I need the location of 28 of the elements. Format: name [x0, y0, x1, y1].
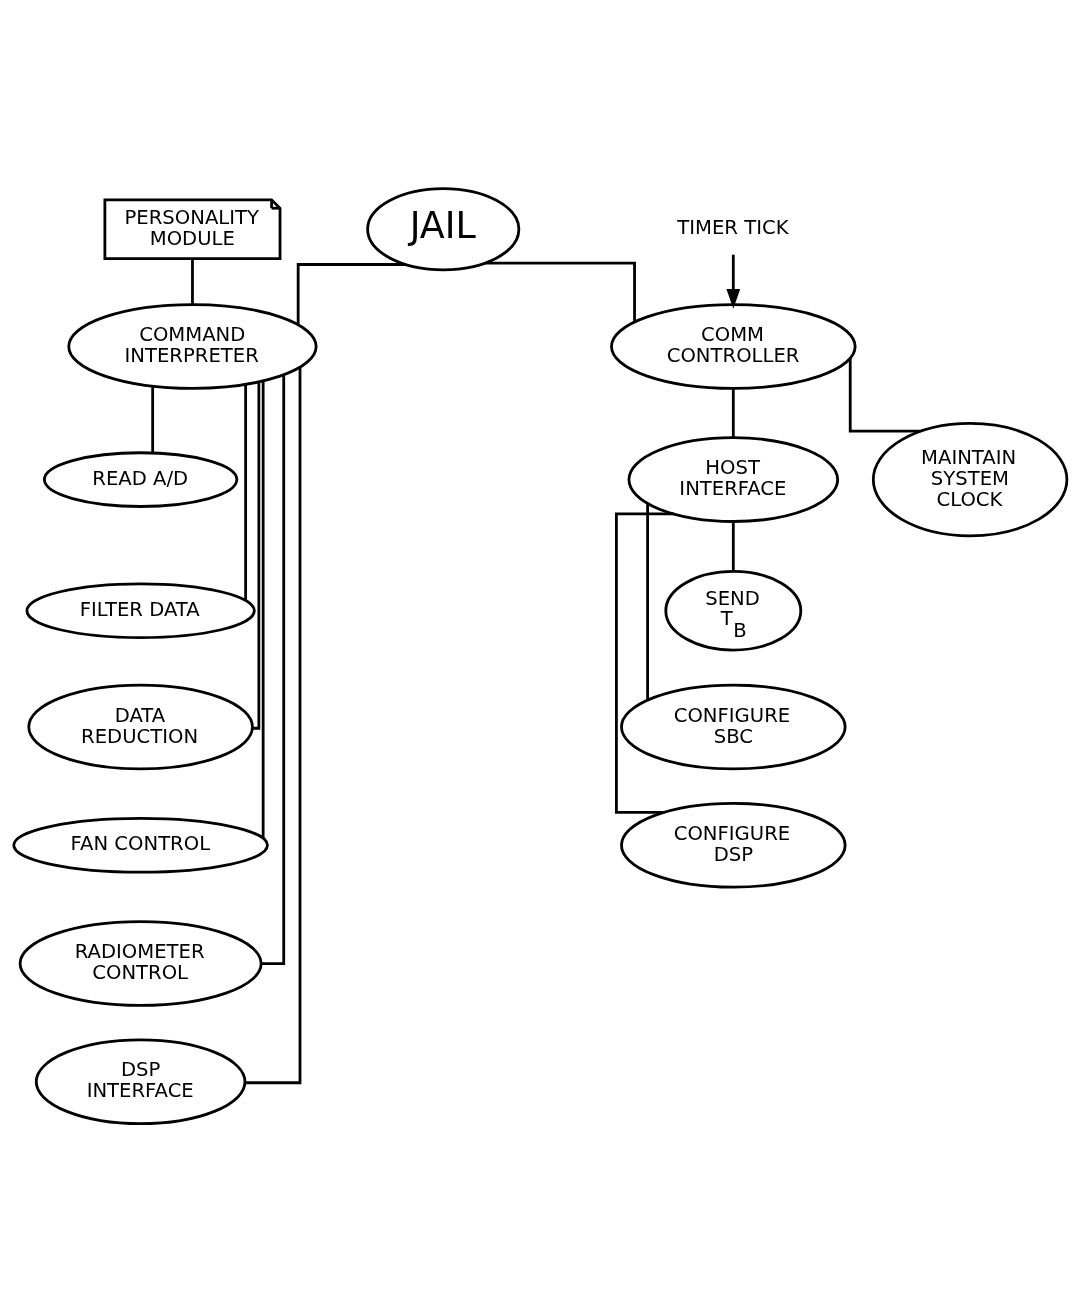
connector — [244, 367, 302, 1085]
connector — [731, 388, 735, 438]
node-ellipse: DATA REDUCTION — [27, 683, 254, 771]
node-ellipse: MAINTAIN SYSTEM CLOCK — [871, 422, 1069, 538]
connector — [151, 386, 155, 454]
connector — [296, 263, 406, 325]
connector — [615, 512, 675, 814]
node-ellipse: FILTER DATA — [25, 582, 256, 639]
node-ellipse: COMM CONTROLLER — [610, 303, 857, 390]
node-ellipse: DSP INTERFACE — [34, 1038, 247, 1126]
node-text: TIMER TICK — [677, 216, 789, 240]
node-ellipse: RADIOMETER CONTROL — [18, 920, 263, 1007]
connector — [646, 503, 649, 700]
connector — [731, 521, 735, 572]
node-ellipse: CONFIGURE SBC — [620, 683, 847, 771]
node-ellipse: JAIL — [366, 187, 521, 272]
node-ellipse: FAN CONTROL — [12, 817, 269, 874]
connector — [253, 381, 261, 730]
node-ellipse: READ A/D — [43, 451, 239, 508]
node-ellipse: CONFIGURE DSP — [620, 802, 847, 889]
connector — [191, 258, 194, 305]
node-ellipse: HOST INTERFACE — [627, 436, 840, 523]
connector — [244, 384, 248, 600]
arrow — [726, 254, 741, 309]
connector — [261, 380, 265, 838]
connector — [485, 261, 636, 322]
connector — [848, 358, 920, 433]
node-ellipse: COMMAND INTERPRETER — [67, 303, 318, 390]
